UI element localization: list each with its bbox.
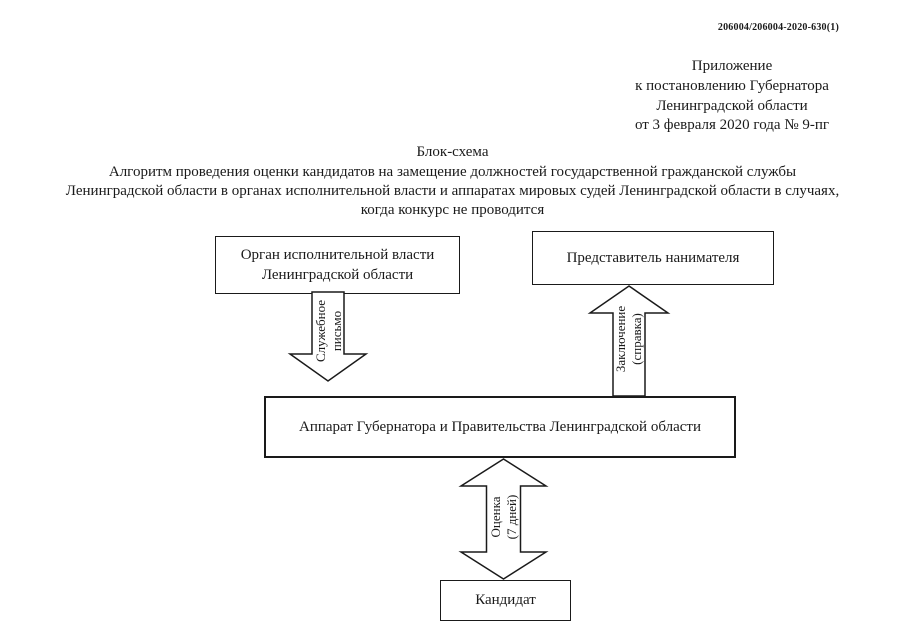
box-executive-authority: Орган исполнительной власти Ленинградско… [215,236,460,294]
arrow-label-evaluation: Оценка (7 дней) [487,494,519,540]
down-arrow-icon [287,291,369,382]
appendix-line: Приложение [691,58,773,74]
appendix-block: Приложение к постановлению Губернатора Л… [617,57,847,136]
box-candidate: Кандидат [440,580,571,621]
document-ref-number: 206004/206004-2020-630(1) [717,22,839,33]
appendix-line: к постановлению Губернатора [635,77,829,94]
page-subtitle: Алгоритм проведения оценки кандидатов на… [65,164,840,219]
box-governor-office: Аппарат Губернатора и Правительства Лени… [264,396,736,458]
appendix-line: от 3 февраля 2020 года № 9-пг [634,117,830,134]
box-employer-representative: Представитель нанимателя [532,231,774,285]
up-arrow-icon [587,285,671,397]
arrow-label-conclusion: Заключение (справка) [612,305,644,373]
arrow-label-service-letter: Служебное письмо [312,299,344,363]
appendix-line: Ленинградской области [656,97,808,114]
double-arrow-icon [458,458,549,580]
page-title: Блок-схема [416,144,489,160]
